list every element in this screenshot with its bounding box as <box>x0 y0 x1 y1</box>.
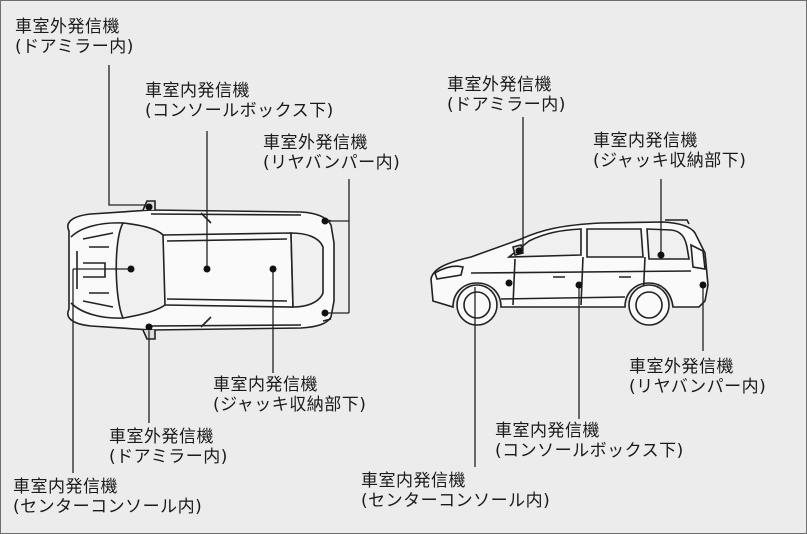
callout-title: 車室外発信機 <box>15 17 134 37</box>
marker-side-console-box <box>576 282 583 289</box>
callout-title: 車室外発信機 <box>263 133 400 153</box>
car-top-view <box>68 201 334 339</box>
marker-side-rear-bumper <box>700 282 707 289</box>
callout-side-console-box: 車室内発信機 (コンソールボックス下) <box>495 421 684 461</box>
car-side-view <box>431 220 708 325</box>
callout-location: (コンソールボックス下) <box>495 441 684 461</box>
callout-side-center-console: 車室内発信機 (センターコンソール内) <box>361 471 550 511</box>
callout-location: (ドアミラー内) <box>447 95 566 115</box>
callout-location: (リヤバンパー内) <box>629 377 766 397</box>
callout-title: 車室内発信機 <box>495 421 684 441</box>
marker-top-rear-bumper-lower <box>322 310 329 317</box>
marker-top-mirror-upper <box>146 204 153 211</box>
callout-location: (コンソールボックス下) <box>145 101 334 121</box>
callout-title: 車室外発信機 <box>447 75 566 95</box>
callout-top-jack-storage: 車室内発信機 (ジャッキ収納部下) <box>213 375 366 415</box>
callout-top-center-console: 車室内発信機 (センターコンソール内) <box>13 477 202 517</box>
callout-top-rear-bumper: 車室外発信機 (リヤバンパー内) <box>263 133 400 173</box>
callout-title: 車室内発信機 <box>13 477 202 497</box>
callout-title: 車室外発信機 <box>109 427 228 447</box>
marker-top-mirror-lower <box>146 324 153 331</box>
callout-side-rear-bumper: 車室外発信機 (リヤバンパー内) <box>629 357 766 397</box>
marker-side-center-console <box>506 280 513 287</box>
callout-location: (ジャッキ収納部下) <box>593 151 746 171</box>
callout-location: (センターコンソール内) <box>13 497 202 517</box>
callout-title: 車室内発信機 <box>213 375 366 395</box>
callout-title: 車室内発信機 <box>593 131 746 151</box>
callout-location: (ジャッキ収納部下) <box>213 395 366 415</box>
callout-top-console-box: 車室内発信機 (コンソールボックス下) <box>145 81 334 121</box>
callout-title: 車室外発信機 <box>629 357 766 377</box>
marker-top-jack-storage <box>270 266 277 273</box>
callout-location: (ドアミラー内) <box>15 37 134 57</box>
callout-location: (センターコンソール内) <box>361 491 550 511</box>
marker-top-center-console <box>128 266 135 273</box>
callout-top-door-mirror-upper: 車室外発信機 (ドアミラー内) <box>15 17 134 57</box>
marker-side-mirror <box>516 248 523 255</box>
marker-top-rear-bumper-upper <box>322 218 329 225</box>
marker-top-console-box <box>204 266 211 273</box>
callout-location: (ドアミラー内) <box>109 447 228 467</box>
callout-side-door-mirror: 車室外発信機 (ドアミラー内) <box>447 75 566 115</box>
callout-title: 車室内発信機 <box>361 471 550 491</box>
callout-title: 車室内発信機 <box>145 81 334 101</box>
callout-location: (リヤバンパー内) <box>263 153 400 173</box>
marker-side-jack-storage <box>658 252 665 259</box>
callout-top-door-mirror-lower: 車室外発信機 (ドアミラー内) <box>109 427 228 467</box>
callout-side-jack-storage: 車室内発信機 (ジャッキ収納部下) <box>593 131 746 171</box>
